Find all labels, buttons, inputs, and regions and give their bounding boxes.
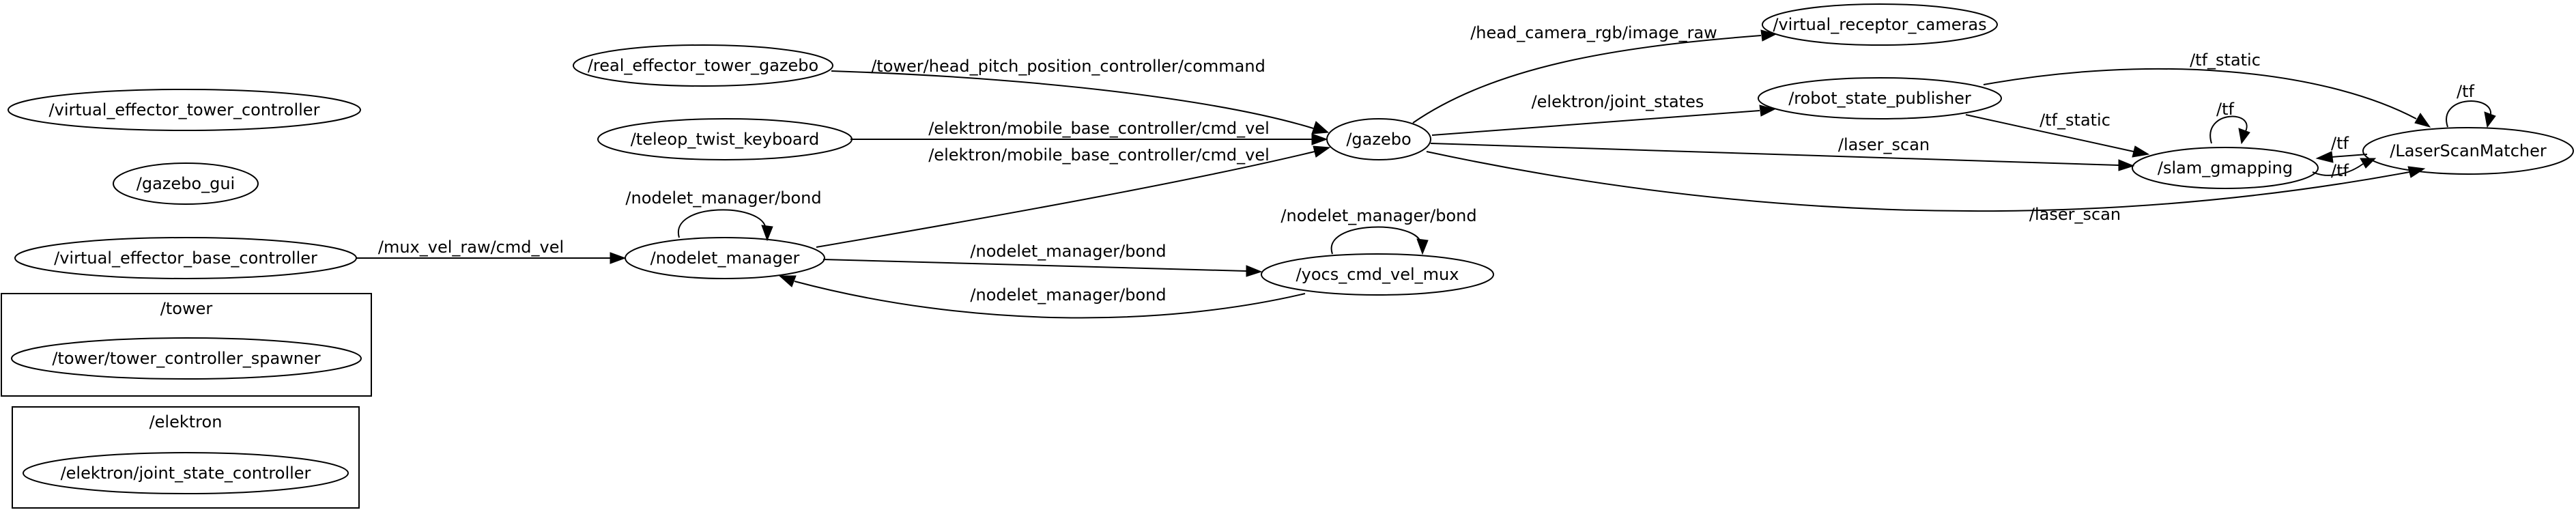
node-gazebo[interactable]: /gazebo	[1326, 118, 1431, 160]
node-label: /elektron/joint_state_controller	[61, 464, 311, 483]
node-virtual-receptor-cameras[interactable]: /virtual_receptor_cameras	[1762, 3, 1998, 46]
node-label: /gazebo_gui	[137, 174, 235, 193]
node-label: /nodelet_manager	[650, 249, 800, 268]
edge-nodelet-bond-from-mux: /nodelet_manager/bond	[778, 275, 1306, 319]
edge-label-tf-slam-self: /tf	[2216, 100, 2234, 119]
edge-label-joint-states: /elektron/joint_states	[1532, 92, 1704, 111]
edge-teleop-cmd-vel: /elektron/mobile_base_controller/cmd_vel	[850, 119, 1328, 145]
node-label: /yocs_cmd_vel_mux	[1296, 265, 1459, 284]
node-label: /virtual_receptor_cameras	[1773, 15, 1986, 34]
edge-label-head-camera: /head_camera_rgb/image_raw	[1470, 23, 1717, 42]
node-teleop-twist-keyboard[interactable]: /teleop_twist_keyboard	[597, 118, 853, 160]
edge-tf-lsm-self: /tf	[2446, 82, 2496, 128]
edge-mux-vel-raw: /mux_vel_raw/cmd_vel	[356, 238, 627, 264]
edge-label-tf-lsm-self: /tf	[2457, 82, 2474, 101]
edge-nodelet-cmd-vel: /elektron/mobile_base_controller/cmd_vel	[816, 145, 1331, 248]
edge-label-nodelet-bond-self: /nodelet_manager/bond	[625, 188, 821, 208]
node-slam-gmapping[interactable]: /slam_gmapping	[2132, 147, 2319, 189]
edge-laser-scan-slam: /laser_scan	[1430, 135, 2135, 171]
node-laser-scan-matcher[interactable]: /LaserScanMatcher	[2362, 127, 2574, 175]
node-gazebo-gui[interactable]: /gazebo_gui	[113, 162, 259, 205]
edge-tf-slam-to-lsm: /tf	[2312, 158, 2377, 180]
node-label: /virtual_effector_base_controller	[54, 249, 317, 268]
node-label: /LaserScanMatcher	[2390, 141, 2547, 160]
node-label: /teleop_twist_keyboard	[631, 130, 820, 149]
edge-laser-scan-matcher: /laser_scan	[1426, 151, 2426, 224]
node-tower-controller-spawner[interactable]: /tower/tower_controller_spawner	[11, 337, 362, 380]
edge-label-mux-bond-self: /nodelet_manager/bond	[1280, 206, 1476, 225]
edge-label-nodelet-bond-from-mux: /nodelet_manager/bond	[970, 285, 1166, 304]
node-label: /gazebo	[1346, 130, 1411, 149]
edge-label-laser-scan-slam: /laser_scan	[1838, 135, 1930, 154]
cluster-elektron: /elektron	[12, 406, 360, 509]
node-yocs-cmd-vel-mux[interactable]: /yocs_cmd_vel_mux	[1261, 253, 1494, 296]
cluster-tower-label: /tower	[160, 299, 213, 318]
edge-label-teleop-cmd-vel: /elektron/mobile_base_controller/cmd_vel	[928, 119, 1270, 138]
edge-tf-static-lsm: /tf_static	[1983, 51, 2431, 128]
edge-tf-static-slam: /tf_static	[1965, 111, 2150, 158]
edge-tf-lsm-to-slam: /tf	[2315, 134, 2368, 163]
edge-label-head-pitch-command: /tower/head_pitch_position_controller/co…	[871, 57, 1265, 76]
edge-joint-states: /elektron/joint_states	[1431, 92, 1776, 136]
node-virtual-effector-base-controller[interactable]: /virtual_effector_base_controller	[14, 237, 357, 279]
cluster-elektron-label: /elektron	[149, 412, 223, 431]
node-label: /virtual_effector_tower_controller	[49, 100, 320, 119]
edge-label-mux-vel-raw: /mux_vel_raw/cmd_vel	[378, 238, 564, 257]
node-virtual-effector-tower-controller[interactable]: /virtual_effector_tower_controller	[8, 89, 361, 131]
node-label: /slam_gmapping	[2158, 158, 2293, 178]
node-label: /robot_state_publisher	[1788, 89, 1971, 108]
node-robot-state-publisher[interactable]: /robot_state_publisher	[1758, 77, 2002, 119]
edge-label-tf-slam-to-lsm: /tf	[2331, 161, 2349, 180]
edge-nodelet-bond-to-mux: /nodelet_manager/bond	[822, 242, 1263, 277]
edge-mux-bond-self: /nodelet_manager/bond	[1280, 206, 1477, 255]
edge-head-camera: /head_camera_rgb/image_raw	[1412, 23, 1777, 124]
cluster-tower: /tower	[1, 293, 372, 397]
edge-nodelet-bond-self: /nodelet_manager/bond	[625, 188, 822, 242]
node-label: /real_effector_tower_gazebo	[588, 56, 818, 75]
edge-tf-slam-self: /tf	[2209, 100, 2250, 145]
node-nodelet-manager[interactable]: /nodelet_manager	[625, 237, 825, 279]
edge-label-tf-static-slam: /tf_static	[2040, 111, 2110, 130]
edge-head-pitch-command: /tower/head_pitch_position_controller/co…	[831, 57, 1330, 134]
edge-label-nodelet-bond-to-mux: /nodelet_manager/bond	[970, 242, 1166, 261]
edge-label-nodelet-cmd-vel: /elektron/mobile_base_controller/cmd_vel	[928, 145, 1270, 165]
edge-label-tf-lsm-to-slam: /tf	[2331, 134, 2349, 153]
edge-label-laser-scan-matcher: /laser_scan	[2029, 205, 2121, 224]
node-joint-state-controller[interactable]: /elektron/joint_state_controller	[23, 452, 349, 494]
node-label: /tower/tower_controller_spawner	[52, 349, 320, 368]
node-real-effector-tower-gazebo[interactable]: /real_effector_tower_gazebo	[573, 44, 833, 87]
edge-label-tf-static-lsm: /tf_static	[2190, 51, 2261, 70]
